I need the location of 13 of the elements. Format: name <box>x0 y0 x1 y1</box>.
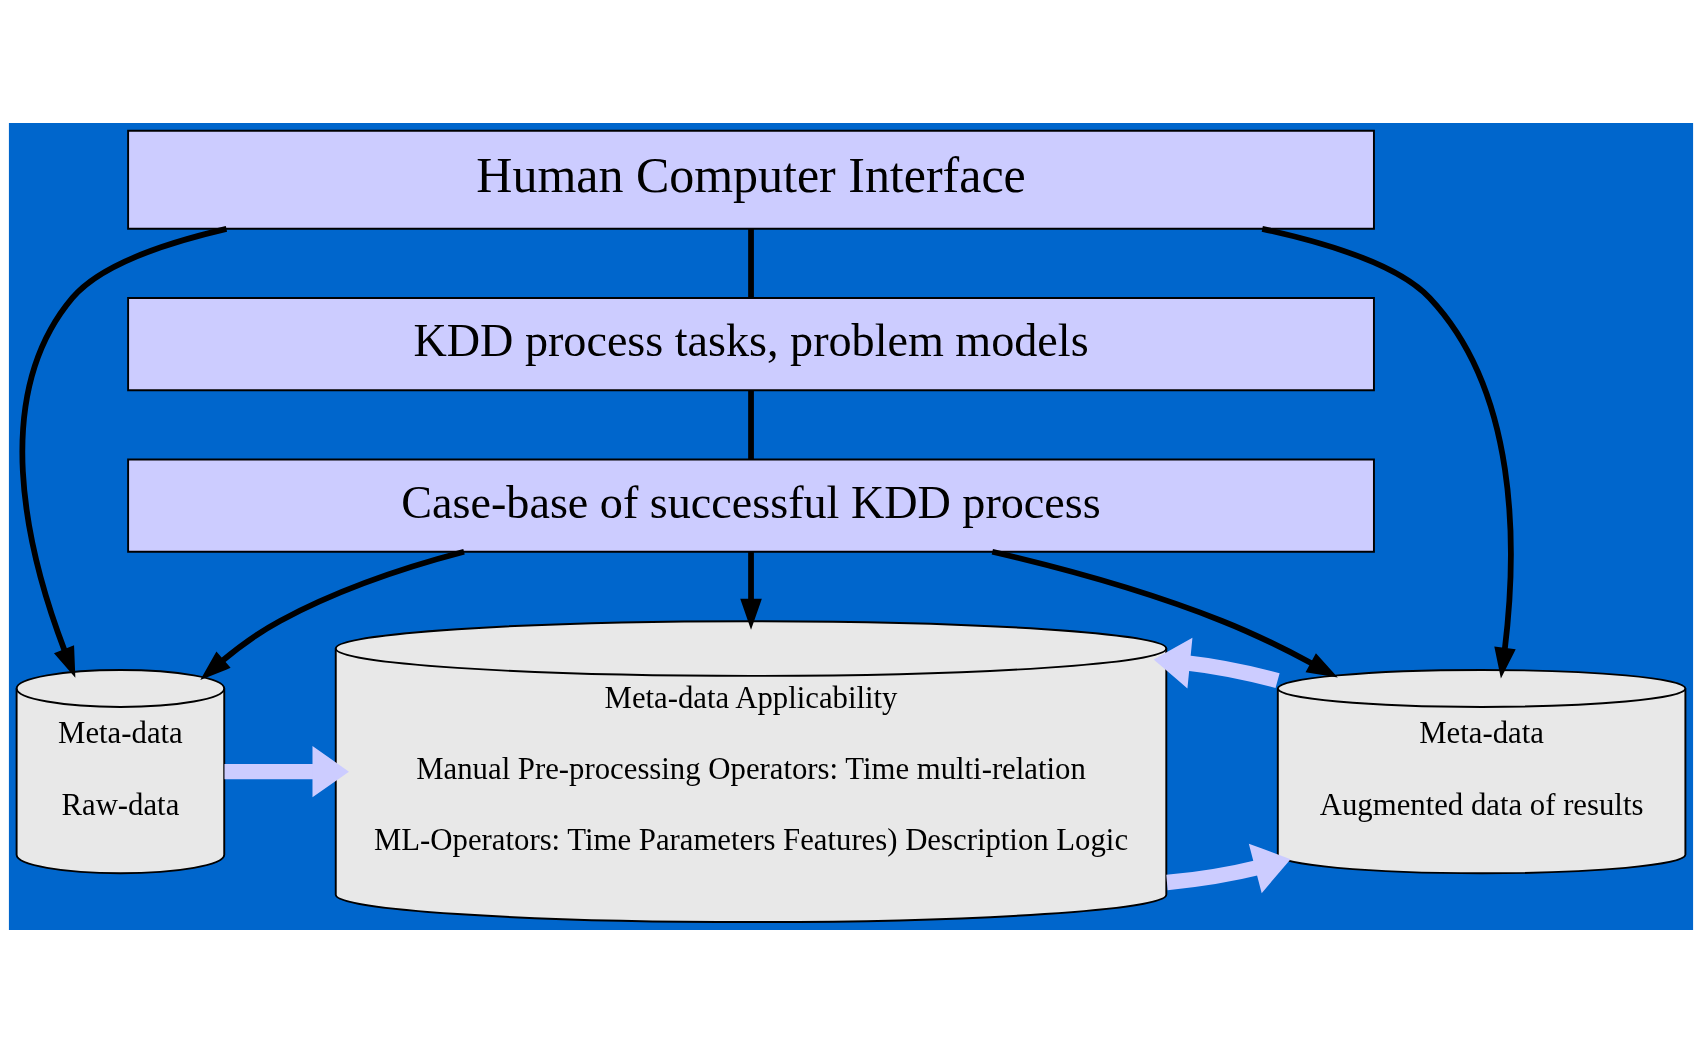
arrow <box>1261 225 1516 678</box>
node-box: Human Computer Interface <box>127 129 1375 230</box>
arrow <box>1153 637 1280 688</box>
arrow <box>740 551 762 630</box>
arrow <box>991 548 1338 678</box>
arrow <box>19 225 228 678</box>
node-box: Case-base of successful KDD process <box>127 458 1375 553</box>
node-box: KDD process tasks, problem models <box>127 296 1375 391</box>
connector <box>748 228 754 297</box>
arrow <box>224 745 349 797</box>
arrow <box>200 548 465 680</box>
connector <box>748 390 754 459</box>
arrow <box>1166 843 1291 893</box>
